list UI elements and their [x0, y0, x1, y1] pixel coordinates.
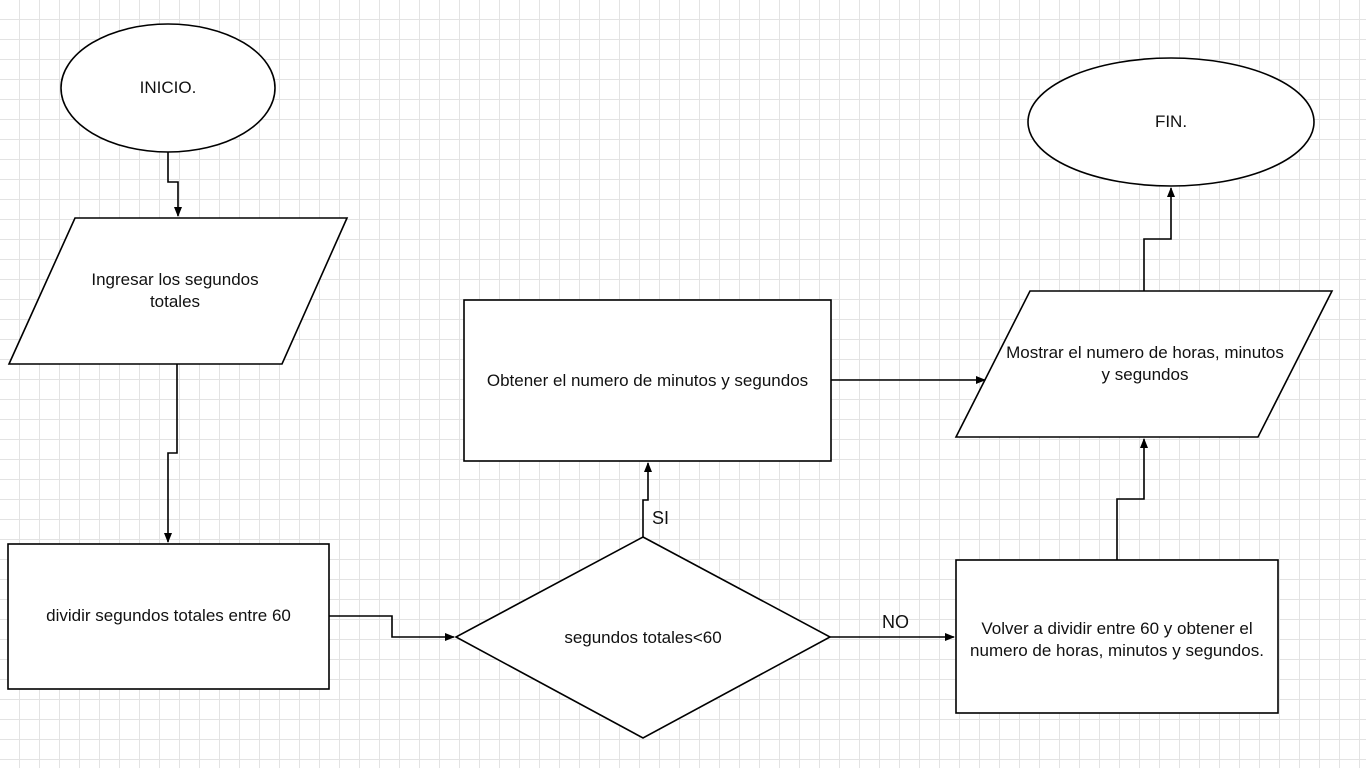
- input-node[interactable]: [7, 217, 349, 365]
- end-node-label: FIN.: [1154, 112, 1188, 131]
- edge-divide-to-decision[interactable]: [329, 615, 455, 641]
- decision-node[interactable]: [454, 536, 832, 739]
- end-node[interactable]: [1027, 57, 1315, 187]
- process-minutes-node[interactable]: [463, 299, 832, 462]
- edge-decision-yes[interactable]: [642, 462, 652, 537]
- process-hours-node-label: Volver a dividir entre 60 y obtener el n…: [970, 619, 1264, 660]
- output-node[interactable]: [954, 290, 1334, 438]
- process-hours-node[interactable]: [955, 559, 1279, 714]
- process-divide-node-label: dividir segundos totales entre 60: [46, 606, 291, 625]
- output-node-label: Mostrar el numero de horas, minutos y se…: [1006, 343, 1284, 384]
- process-minutes-node-label: Obtener el numero de minutos y segundos: [486, 371, 809, 390]
- edge-start-to-input[interactable]: [167, 152, 182, 217]
- decision-node-label: segundos totales<60: [564, 628, 722, 647]
- input-node-label: Ingresar los segundos totales: [91, 270, 259, 311]
- process-divide-node[interactable]: [7, 543, 330, 690]
- start-node-label: INICIO.: [139, 78, 197, 97]
- edge-label-no: NO: [882, 612, 909, 632]
- edge-hours-to-output[interactable]: [1116, 438, 1148, 560]
- edge-input-to-divide[interactable]: [164, 364, 178, 543]
- edge-label-si: SI: [652, 508, 670, 528]
- edge-output-to-end[interactable]: [1143, 187, 1175, 291]
